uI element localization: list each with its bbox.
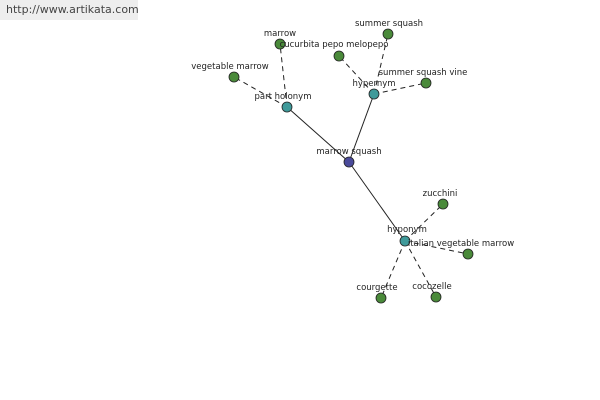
label-marrow[interactable]: marrow: [264, 29, 296, 39]
graph-labels: marrow squash part holonym hypernym hyponym…: [191, 19, 514, 293]
label-summer-squash[interactable]: summer squash: [355, 19, 423, 29]
edge-part-holonym-to-marrow: [279, 43, 288, 108]
node-courgette[interactable]: [375, 292, 387, 304]
node-hypernym[interactable]: [368, 88, 380, 100]
edge-center-to-hyponym: [348, 161, 406, 242]
node-cucurbita-pepo-melopepo[interactable]: [333, 50, 345, 62]
label-part-holonym[interactable]: part holonym: [255, 92, 312, 102]
node-summer-squash-vine[interactable]: [420, 77, 432, 89]
edge-hyponym-to-courgette: [380, 240, 406, 299]
node-part-holonym[interactable]: [281, 101, 293, 113]
edge-hypernym-to-summer-squash: [373, 33, 389, 95]
node-zucchini[interactable]: [437, 198, 449, 210]
label-center[interactable]: marrow squash: [316, 147, 381, 157]
node-hyponym[interactable]: [399, 235, 411, 247]
graph-edges: [233, 33, 469, 299]
edge-hyponym-to-zucchini: [404, 203, 444, 242]
label-cucurbita-pepo-melopepo[interactable]: cucurbita pepo melopepo: [280, 40, 389, 50]
label-italian-vegetable-marrow[interactable]: italian vegetable marrow: [408, 239, 514, 249]
node-italian-vegetable-marrow[interactable]: [462, 248, 474, 260]
node-marrow[interactable]: [274, 38, 286, 50]
edge-center-to-part-holonym: [286, 106, 350, 163]
label-hypernym[interactable]: hypernym: [352, 79, 395, 89]
graph-nodes: [228, 28, 474, 304]
node-cocozelle[interactable]: [430, 291, 442, 303]
label-hyponym[interactable]: hyponym: [387, 225, 427, 235]
source-url-watermark: http://www.artikata.com: [0, 0, 139, 20]
node-vegetable-marrow[interactable]: [228, 71, 240, 83]
label-courgette[interactable]: courgette: [356, 283, 397, 293]
edge-part-holonym-to-vegetable-marrow: [233, 76, 288, 108]
label-vegetable-marrow[interactable]: vegetable marrow: [191, 62, 268, 72]
node-summer-squash[interactable]: [382, 28, 394, 40]
node-center[interactable]: [343, 156, 355, 168]
label-zucchini[interactable]: zucchini: [423, 189, 458, 199]
edge-hyponym-to-cocozelle: [404, 240, 437, 298]
label-summer-squash-vine[interactable]: summer squash vine: [379, 68, 468, 78]
label-cocozelle[interactable]: cocozelle: [412, 282, 451, 292]
edge-hyponym-to-italian-vegetable-marrow: [404, 240, 469, 255]
edge-center-to-hypernym: [348, 93, 375, 163]
